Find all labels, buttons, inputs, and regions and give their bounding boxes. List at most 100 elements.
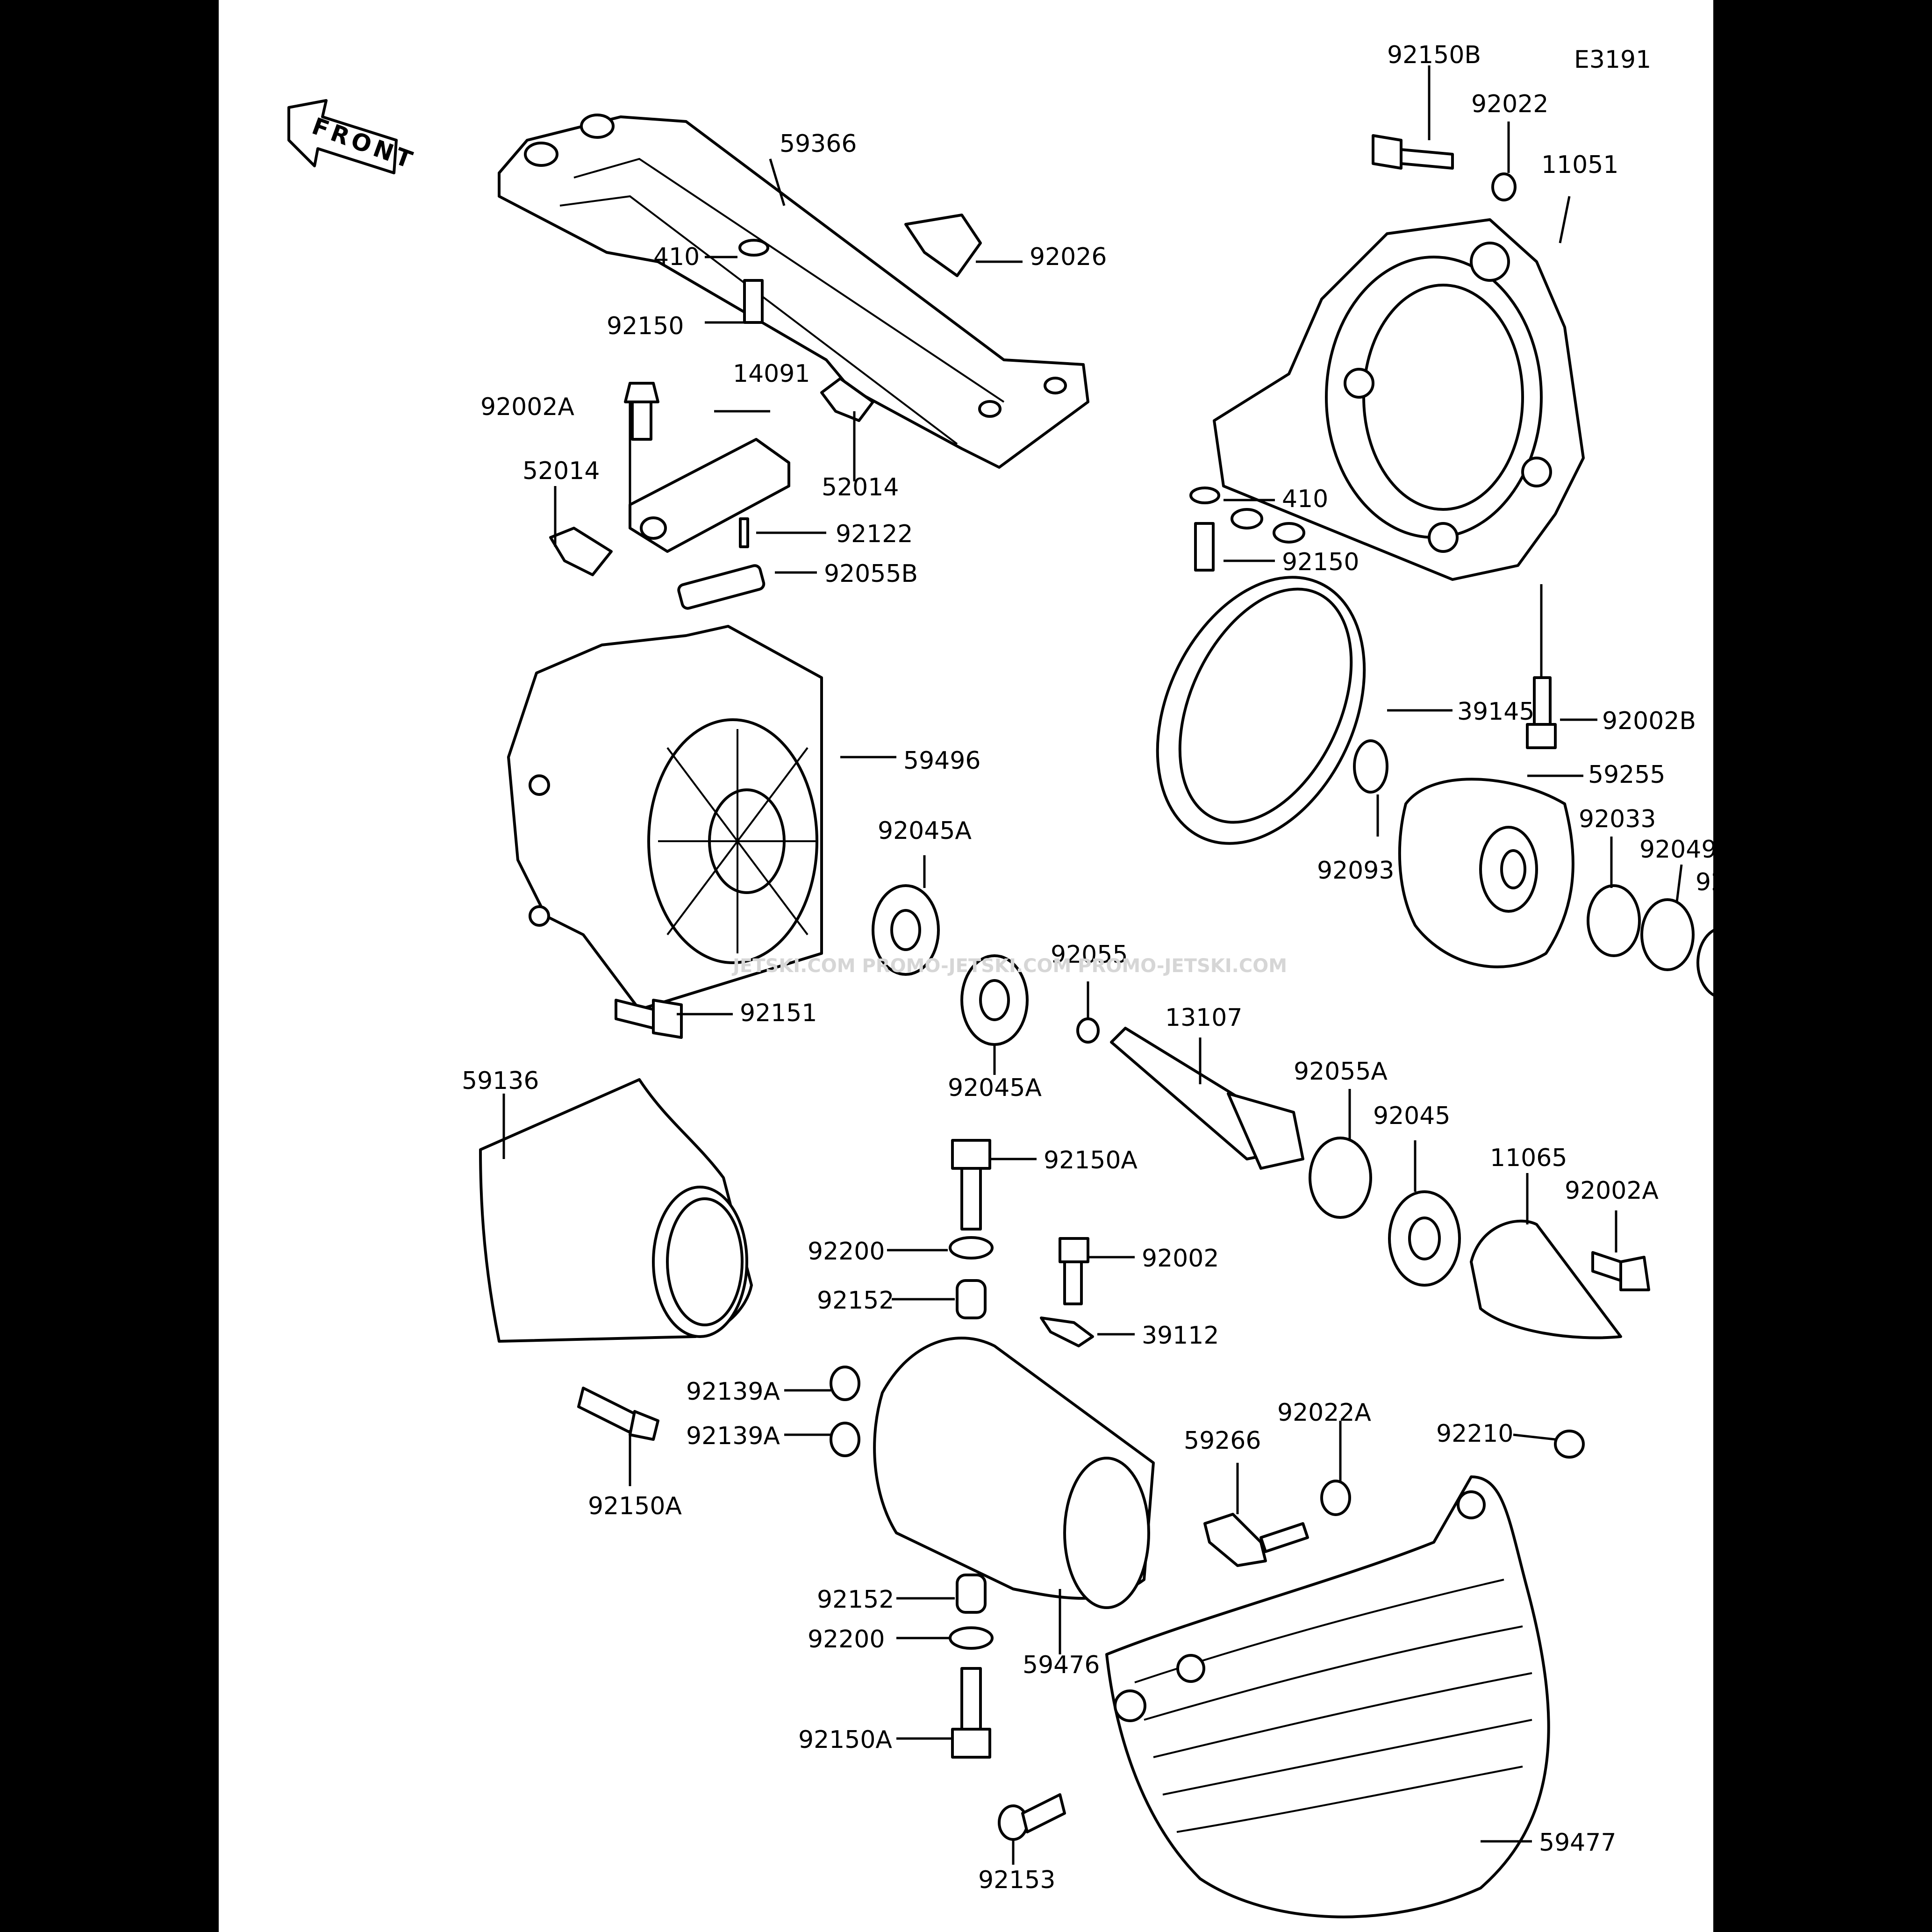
bolt-92150A-bottom — [951, 1667, 991, 1759]
bolt-92002A-lower — [1591, 1251, 1650, 1291]
front-arrow-text: FRONT — [308, 113, 419, 175]
label-52014-right: 52014 — [822, 473, 899, 501]
pump-body-59496 — [507, 625, 823, 1011]
bolt-92151 — [615, 999, 683, 1039]
label-92055: 92055 — [1051, 941, 1128, 969]
oring-92055 — [1076, 1017, 1100, 1044]
reverse-bucket-59477 — [1105, 1475, 1550, 1918]
bolt-92150-lower — [1194, 522, 1215, 572]
bolt-92150A-top — [951, 1139, 991, 1231]
block-14091 — [629, 438, 790, 553]
label-14091: 14091 — [733, 360, 810, 388]
label-92045A-upper: 92045A — [878, 817, 972, 845]
label-92151: 92151 — [740, 999, 817, 1027]
bolt-92150B — [1372, 134, 1454, 170]
label-92150B: 92150B — [1387, 41, 1481, 69]
pump-housing-11051 — [1213, 218, 1585, 581]
bush-92139A-2 — [830, 1422, 860, 1457]
cone-92093 — [1353, 739, 1388, 794]
label-92002A-lower: 92002A — [1565, 1177, 1659, 1205]
bolt-92150-upper — [743, 279, 764, 324]
label-92150A-bottom: 92150A — [798, 1726, 892, 1754]
bolt-92002 — [1059, 1237, 1089, 1305]
bolt-92153 — [998, 1793, 1066, 1841]
collar-92152-top — [956, 1279, 987, 1319]
label-92002A-upper: 92002A — [480, 393, 574, 421]
fitting-52014-left — [549, 527, 613, 576]
label-11051: 11051 — [1541, 151, 1618, 179]
label-52014-left: 52014 — [522, 457, 600, 485]
label-92022: 92022 — [1471, 90, 1548, 118]
ride-plate-59366 — [498, 114, 1089, 469]
label-59496: 59496 — [903, 747, 980, 775]
washer-410-lower — [1189, 487, 1220, 504]
washer-410-upper — [738, 239, 769, 257]
washer-92022A — [1320, 1480, 1351, 1516]
label-92033: 92033 — [1579, 805, 1656, 833]
label-92045: 92045 — [1373, 1102, 1450, 1130]
impeller-59255 — [1398, 778, 1574, 968]
label-92152-top: 92152 — [817, 1287, 894, 1315]
gasket-92055B — [677, 564, 766, 610]
leader-lines — [502, 65, 1683, 1865]
lever-39112 — [1040, 1317, 1094, 1347]
label-59255: 59255 — [1588, 761, 1665, 789]
label-59266: 59266 — [1184, 1427, 1261, 1455]
label-92026: 92026 — [1030, 243, 1107, 271]
label-92055A: 92055A — [1294, 1058, 1388, 1086]
seal-92049-1 — [1640, 898, 1695, 971]
label-92122: 92122 — [836, 520, 913, 548]
steering-nozzle-59476 — [873, 1337, 1155, 1609]
label-92002B: 92002B — [1602, 707, 1696, 735]
label-59366: 59366 — [780, 130, 857, 158]
exploded-view-drawing: FRONT — [287, 41, 1713, 1918]
nozzle-59136 — [479, 1078, 753, 1343]
label-59136: 59136 — [462, 1067, 539, 1095]
label-59476: 59476 — [1023, 1651, 1100, 1679]
label-92093: 92093 — [1317, 857, 1394, 885]
sheet-code: E3191 — [1574, 46, 1651, 74]
label-92153: 92153 — [978, 1866, 1055, 1894]
label-410-upper: 410 — [653, 243, 700, 271]
washer-92200-bottom — [949, 1626, 994, 1650]
pin-92122 — [739, 517, 749, 548]
label-92055B: 92055B — [824, 560, 918, 588]
label-92152-bottom: 92152 — [817, 1586, 894, 1614]
washer-92022 — [1491, 172, 1517, 201]
cap-11065 — [1470, 1219, 1622, 1339]
label-92150A-top: 92150A — [1044, 1146, 1138, 1174]
part-labels: 92150B 92022 11051 59366 92026 410 92150… — [462, 41, 1713, 1894]
label-92150A-left: 92150A — [588, 1492, 682, 1520]
fitting-59266 — [1203, 1513, 1309, 1567]
bearing-92045A-1 — [872, 884, 940, 976]
label-92150-lower: 92150 — [1282, 548, 1359, 576]
parts-diagram-sheet: FRONT — [219, 0, 1713, 1932]
collar-92210 — [1554, 1430, 1585, 1459]
label-92139A-1: 92139A — [686, 1378, 780, 1406]
watermark: JETSKI.COM PROMO-JETSKI.COM PROMO-JETSKI… — [731, 955, 1287, 977]
label-39112: 39112 — [1142, 1322, 1219, 1350]
bolt-92150A-left — [577, 1387, 659, 1441]
oring-92055A — [1309, 1137, 1372, 1219]
label-92022A: 92022A — [1277, 1399, 1371, 1427]
label-92049-1: 92049 — [1639, 836, 1713, 864]
liner-ring-39145 — [1156, 576, 1366, 845]
label-92150-upper: 92150 — [607, 312, 684, 340]
label-39145: 39145 — [1457, 698, 1534, 726]
label-92045A-lower: 92045A — [948, 1074, 1042, 1102]
bearing-92045 — [1388, 1190, 1461, 1287]
bolt-92002A-upper — [624, 382, 659, 441]
collar-92152-bottom — [956, 1574, 987, 1614]
label-92139A-2: 92139A — [686, 1422, 780, 1450]
bush-92139A-1 — [830, 1366, 860, 1401]
label-59477: 59477 — [1539, 1829, 1616, 1857]
label-410-lower: 410 — [1282, 485, 1328, 513]
washer-92200-top — [949, 1236, 994, 1259]
label-92002: 92002 — [1142, 1245, 1219, 1273]
shaft-13107 — [1110, 1027, 1304, 1170]
label-92210: 92210 — [1436, 1420, 1513, 1448]
label-92200-bottom: 92200 — [808, 1625, 885, 1653]
label-92049-2: 92049 — [1696, 868, 1713, 896]
fitting-52014-right — [820, 377, 874, 422]
circlip-92033 — [1587, 884, 1641, 957]
